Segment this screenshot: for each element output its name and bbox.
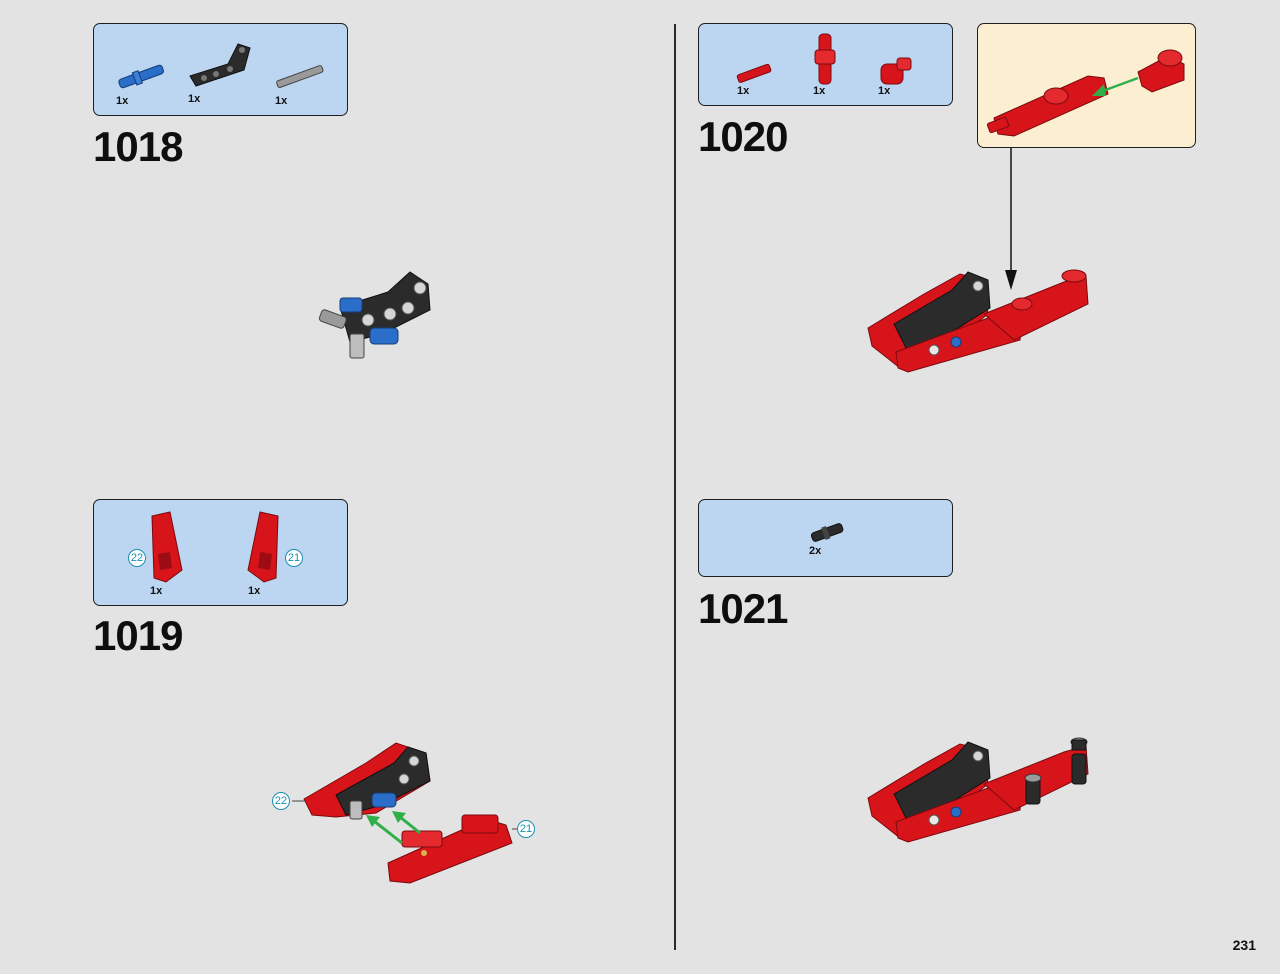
element-ref-tag: 21 <box>285 549 303 567</box>
step-number: 1018 <box>93 123 183 170</box>
black-axle-pin-icon <box>810 523 844 542</box>
parts-list-1019: 22 21 1x 1x <box>93 499 348 606</box>
grey-axle-icon <box>276 65 324 88</box>
part-qty: 1x <box>275 95 288 107</box>
red-panel-right-icon <box>247 511 279 583</box>
part-qty: 1x <box>737 85 750 97</box>
element-ref-tag: 21 <box>517 820 535 838</box>
page-divider <box>674 24 676 950</box>
element-ref-tag: 22 <box>272 792 290 810</box>
assembly-illustration-1018 <box>318 271 431 359</box>
callout-illustration <box>986 49 1185 137</box>
assembly-illustration-1019 <box>292 742 520 884</box>
red-axle-icon <box>736 63 772 83</box>
part-qty: 1x <box>813 85 826 97</box>
blue-axle-pin-icon <box>118 64 164 89</box>
element-ref-tag: 22 <box>128 549 146 567</box>
parts-list-1020: 1x 1x 1x <box>698 23 953 106</box>
step-number: 1020 <box>698 113 788 160</box>
step-number: 1019 <box>93 612 183 659</box>
part-qty: 2x <box>809 545 822 557</box>
part-qty: 1x <box>150 585 163 597</box>
part-qty: 1x <box>188 93 201 105</box>
part-qty: 1x <box>248 585 261 597</box>
part-qty: 1x <box>116 95 129 107</box>
red-cross-block-icon <box>814 33 836 85</box>
black-angled-beam-icon <box>189 43 251 87</box>
subassembly-callout <box>977 23 1196 148</box>
page-number: 231 <box>1232 937 1256 953</box>
assembly-illustration-1020 <box>867 269 1089 373</box>
step-number: 1021 <box>698 585 788 632</box>
assembly-illustration-1021 <box>867 737 1089 843</box>
red-panel-left-icon <box>151 511 183 583</box>
part-qty: 1x <box>878 85 891 97</box>
parts-list-1018: 1x 1x 1x <box>93 23 348 116</box>
parts-list-1021: 2x <box>698 499 953 577</box>
red-pin-connector-icon <box>880 57 912 85</box>
callout-arrow <box>1005 148 1017 290</box>
